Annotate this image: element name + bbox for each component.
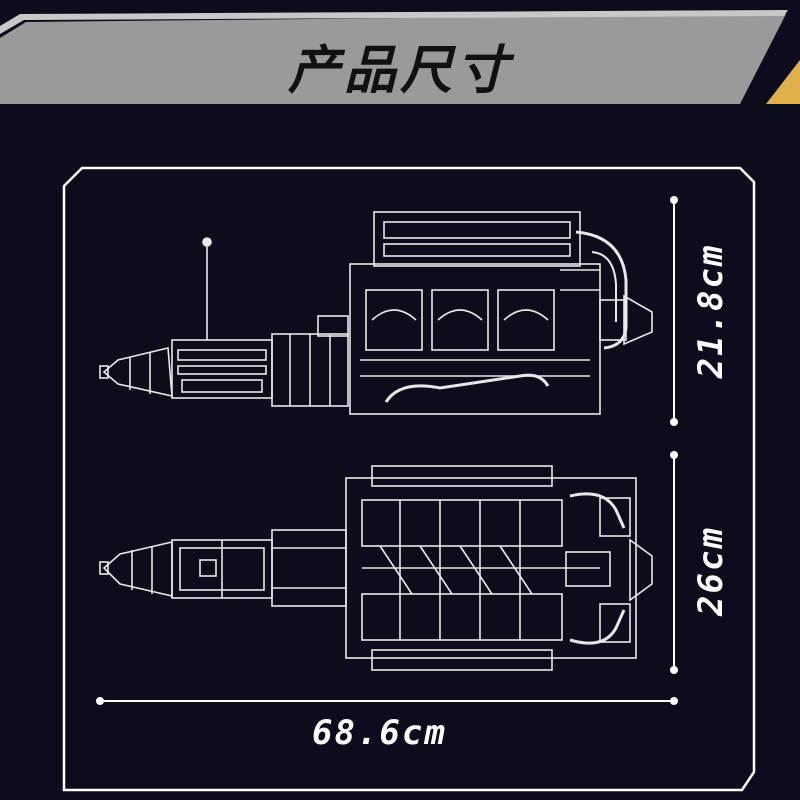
engine-side-view-drawing: [99, 211, 653, 415]
height-dimension-line: [670, 196, 678, 426]
banner-shape: [0, 14, 786, 104]
banner-highlight: [0, 10, 788, 34]
height-dimension-label: 21.8cm: [691, 243, 731, 379]
title-banner: [0, 10, 800, 104]
length-dimension-line: [96, 697, 678, 705]
width-dimension-label: 26cm: [691, 526, 731, 616]
gold-accent-corner: [766, 60, 800, 104]
width-dimension-line: [670, 451, 678, 674]
page-title: 产品尺寸: [287, 40, 512, 101]
length-dimension-label: 68.6cm: [312, 713, 447, 753]
engine-top-view-drawing: [99, 465, 653, 671]
outer-frame: [62, 166, 756, 792]
